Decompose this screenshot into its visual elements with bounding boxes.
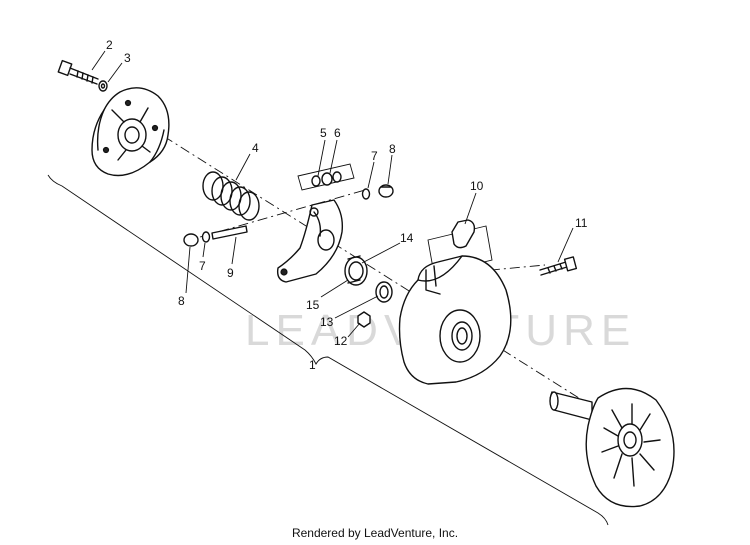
bushing-part-13 (375, 281, 393, 303)
callout-3: 3 (124, 51, 131, 65)
callout-4: 4 (252, 141, 259, 155)
callout-8-lower: 8 (178, 294, 185, 308)
footer-credit: Rendered by LeadVenture, Inc. (291, 526, 459, 540)
washer-part-7-lower (201, 231, 211, 243)
assembly-bracket (47, 174, 609, 526)
callout-2: 2 (106, 38, 113, 52)
nut-part-12 (357, 311, 371, 328)
button-part-8-lower (183, 233, 199, 247)
callout-6: 6 (334, 126, 341, 140)
callout-5: 5 (320, 126, 327, 140)
bolt-part-2 (57, 59, 99, 85)
callout-8-upper: 8 (389, 142, 396, 156)
leader-lines (91, 50, 574, 338)
callout-1: 1 (309, 358, 316, 372)
callout-11: 11 (575, 216, 588, 230)
callout-14: 14 (400, 231, 414, 245)
roller-set-part-5-6 (297, 163, 355, 191)
callout-13: 13 (320, 315, 334, 329)
bushing-part-15 (344, 255, 368, 286)
spring-part-4 (202, 171, 260, 221)
callout-10: 10 (470, 179, 484, 193)
cover-casting (91, 87, 170, 177)
washer-part-7-upper (361, 188, 371, 200)
spider-arm-casting (276, 199, 344, 283)
callout-7-upper: 7 (371, 149, 378, 163)
callout-15: 15 (306, 298, 320, 312)
callout-labels: 2 3 4 5 6 7 8 7 8 9 10 11 14 15 13 12 1 (106, 38, 588, 372)
moveable-sheave (398, 255, 512, 385)
cam-weight-part-10 (427, 219, 493, 275)
callout-7-lower: 7 (199, 259, 206, 273)
fixed-sheave-with-shaft (549, 387, 675, 508)
callout-12: 12 (334, 334, 348, 348)
washer-part-3 (98, 80, 108, 92)
bolt-part-11 (539, 256, 578, 276)
button-part-8-upper (378, 184, 394, 198)
roller-pin-part-9 (211, 225, 248, 240)
callout-9: 9 (227, 266, 234, 280)
